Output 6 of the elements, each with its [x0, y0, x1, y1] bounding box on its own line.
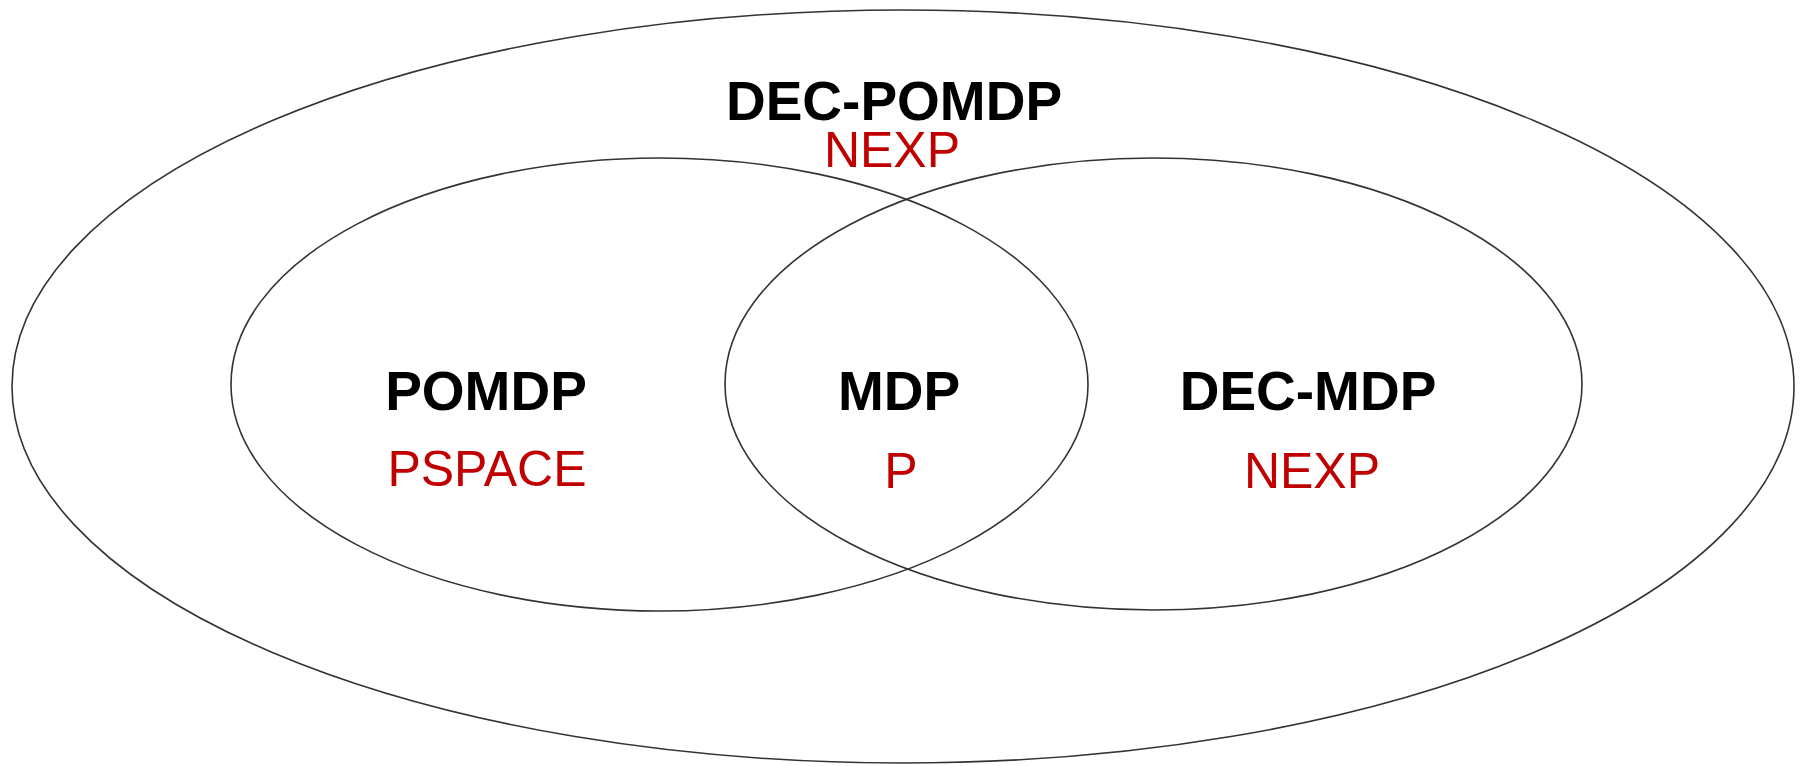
complexity-class: PSPACE [387, 441, 587, 497]
complexity-class: NEXP [1243, 443, 1381, 499]
model-name: POMDP [385, 360, 587, 422]
complexity-class: P [884, 443, 918, 499]
model-name: MDP [837, 360, 961, 422]
model-name: DEC-MDP [1179, 360, 1437, 422]
